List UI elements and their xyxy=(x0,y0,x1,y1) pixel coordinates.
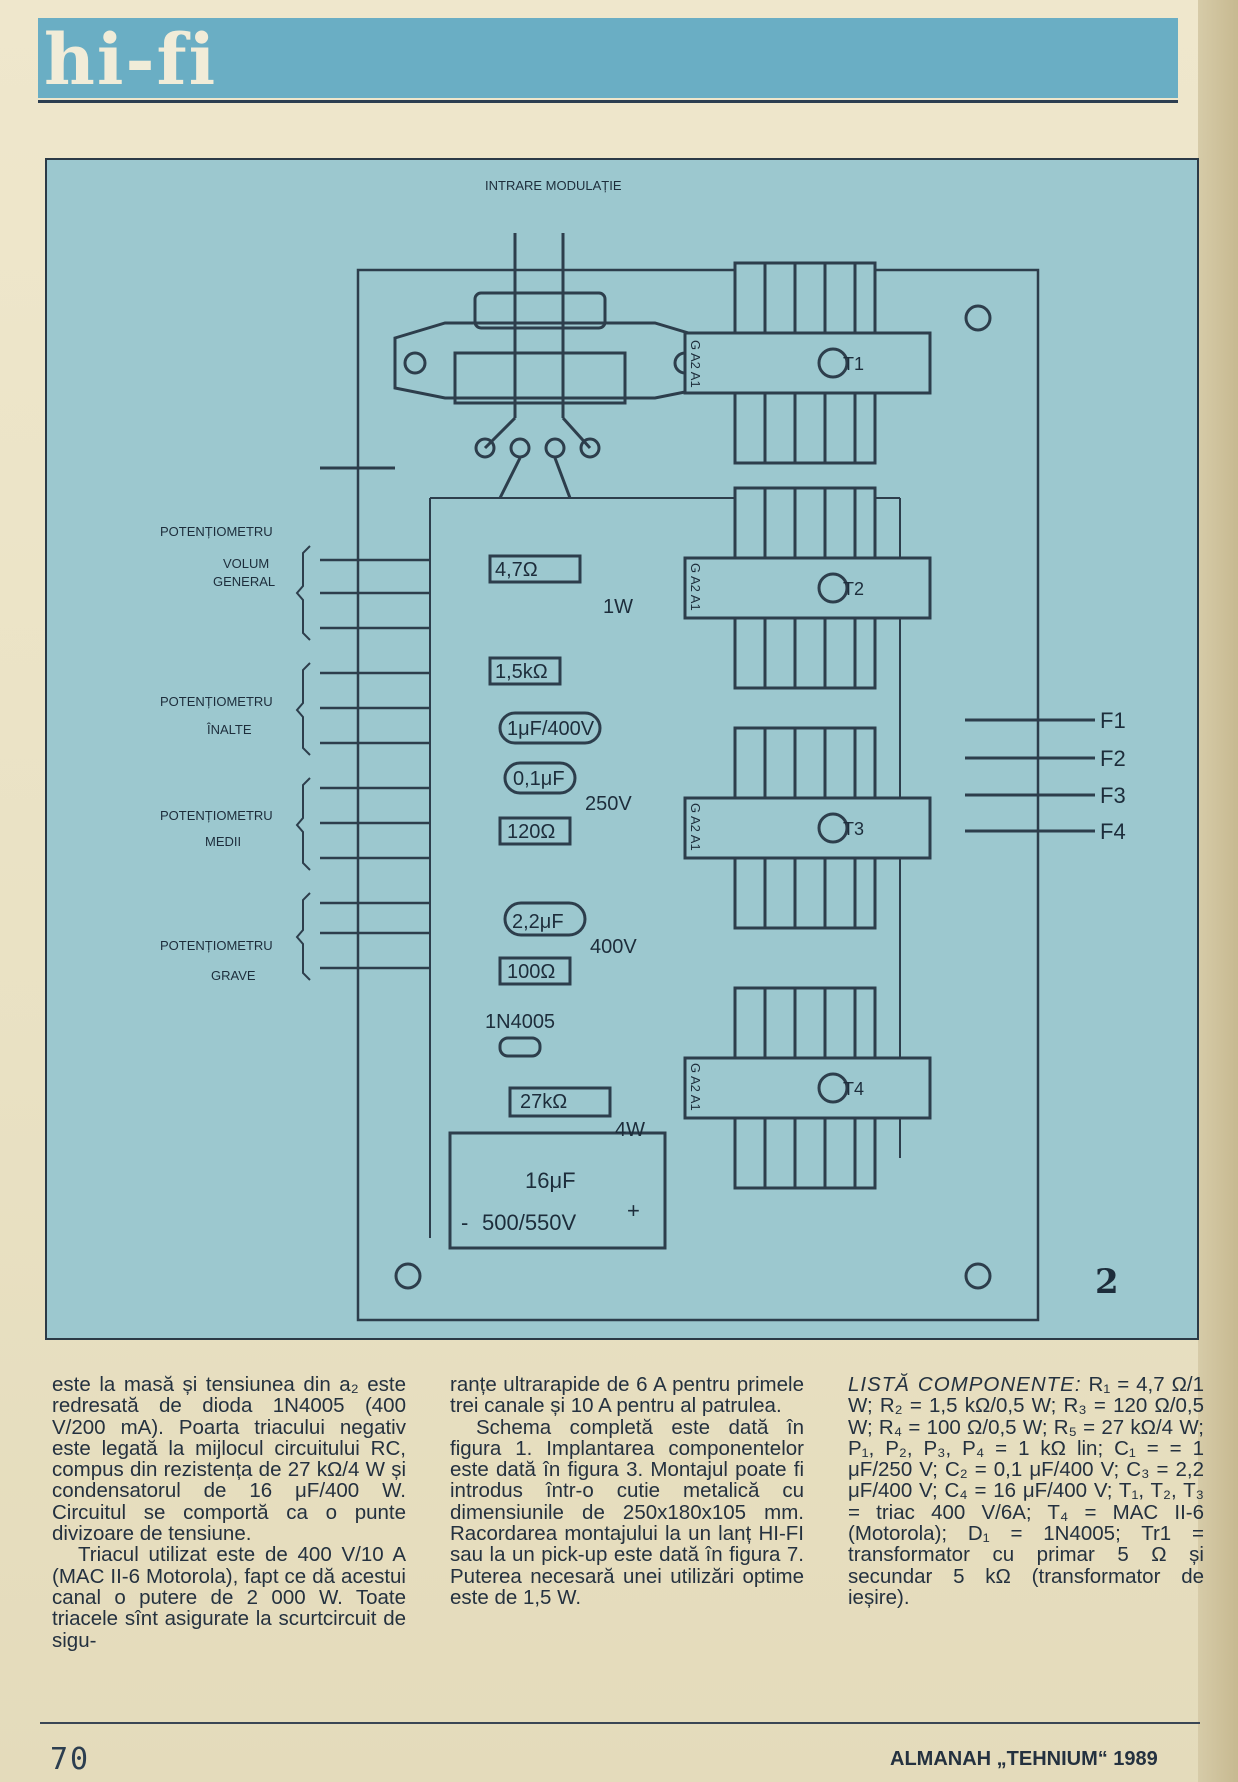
triac-t4-pins: G A2 A1 xyxy=(688,1063,703,1111)
r4-label: 100Ω xyxy=(507,961,555,983)
connector-top xyxy=(473,291,607,330)
pot-bass-label-1: POTENȚIOMETRU xyxy=(160,938,273,953)
r3-label: 120Ω xyxy=(507,821,555,843)
mounting-hole-br xyxy=(964,1262,992,1290)
c4-body xyxy=(448,1131,667,1250)
triac-t1-label: T1 xyxy=(843,354,864,374)
output-f1-label: F1 xyxy=(1100,708,1126,733)
r1-body xyxy=(488,554,582,584)
page-number: 70 xyxy=(50,1742,91,1777)
connector-pin-2 xyxy=(509,437,531,459)
triac-t1-pins: G A2 A1 xyxy=(688,340,703,388)
pot-volume-label-1: POTENȚIOMETRU xyxy=(160,524,273,539)
pot-bass-label-2: GRAVE xyxy=(211,968,256,983)
c2-body xyxy=(503,761,577,795)
triac-t2-pins: G A2 A1 xyxy=(688,563,703,611)
figure-frame xyxy=(45,158,1199,1340)
heatsink-t1 xyxy=(683,261,932,465)
c2-label: 0,1μF xyxy=(513,768,565,790)
c2-voltage-label: 250V xyxy=(585,793,632,815)
heatsink-t4 xyxy=(683,986,932,1190)
pot-mid-label-2: MEDII xyxy=(205,834,241,849)
footer-rule xyxy=(40,1722,1200,1724)
section-label: hi-fi xyxy=(44,18,218,101)
section-label-box xyxy=(40,22,210,98)
c4-plus-label: + xyxy=(627,1198,640,1223)
connector-pin-4 xyxy=(579,437,601,459)
figure-number: 2 xyxy=(1095,1262,1119,1302)
r1-label: 4,7Ω xyxy=(495,559,538,581)
mounting-hole-bl xyxy=(394,1262,422,1290)
pin-leads xyxy=(498,457,572,499)
mounting-hole-tr xyxy=(964,304,992,332)
pot-mid-label-1: POTENȚIOMETRU xyxy=(160,808,273,823)
r5-power-label: 4W xyxy=(615,1119,645,1141)
input-connector xyxy=(393,321,707,400)
paragraph: este la masă și tensiunea din a₂ este re… xyxy=(52,1373,406,1546)
c1-label: 1μF/400V xyxy=(507,718,595,740)
c3-voltage-label: 400V xyxy=(590,936,637,958)
text-column-2: ranțe ultrarapide de 6 A pentru primele … xyxy=(450,1374,804,1608)
r5-body xyxy=(508,1086,612,1118)
c3-body xyxy=(503,901,587,937)
heatsink-t3 xyxy=(683,726,932,930)
paragraph: ranțe ultrarapide de 6 A pentru primele … xyxy=(450,1373,804,1418)
triac-t2-label: T2 xyxy=(843,579,864,599)
r5-label: 27kΩ xyxy=(520,1091,567,1113)
component-list-title: LISTĂ COMPONENTE: xyxy=(848,1373,1082,1396)
pot-high-label-2: ÎNALTE xyxy=(206,722,252,737)
r2-body xyxy=(488,656,562,686)
text-column-1: este la masă și tensiunea din a₂ este re… xyxy=(52,1374,406,1651)
triac-t3-label: T3 xyxy=(843,819,864,839)
triac-t4-label: T4 xyxy=(843,1079,864,1099)
d1-label: 1N4005 xyxy=(485,1011,555,1033)
connector-pin-1 xyxy=(474,437,496,459)
connector-socket xyxy=(453,351,627,405)
pot-high-label-1: POTENȚIOMETRU xyxy=(160,694,273,709)
publication-title: ALMANAH „TEHNIUM“ 1989 xyxy=(890,1748,1158,1770)
pot-wires xyxy=(320,558,430,970)
header-band xyxy=(38,18,1178,98)
pot-volume-label-2: VOLUM xyxy=(223,556,269,571)
r1-power-label: 1W xyxy=(603,596,633,618)
text-column-3: LISTĂ COMPONENTE: R₁ = 4,7 Ω/1 W; R₂ = 1… xyxy=(848,1374,1204,1608)
r4-body xyxy=(498,956,572,986)
board-outline xyxy=(356,268,1040,1322)
d1-body xyxy=(498,1036,542,1058)
header-rule xyxy=(38,100,1178,103)
c1-body xyxy=(498,711,602,745)
c4-minus-label: - xyxy=(461,1210,468,1235)
connector-pin-3 xyxy=(544,437,566,459)
heatsinks xyxy=(683,261,932,1190)
connector-screw-left xyxy=(403,351,427,375)
pot-volume-label-3: GENERAL xyxy=(213,574,275,589)
c4-voltage-label: 500/550V xyxy=(482,1210,577,1235)
c4-value-label: 16μF xyxy=(525,1168,576,1193)
heatsink-t2 xyxy=(683,486,932,690)
output-f2-label: F2 xyxy=(1100,746,1126,771)
pin-wires xyxy=(483,416,592,450)
triac-t3-pins: G A2 A1 xyxy=(688,803,703,851)
pcb-layout-diagram: INTRARE MODULAȚIE POTENȚIOMETRU VOLUM GE… xyxy=(160,178,1126,1322)
paragraph: Schema completă este dată în figura 1. I… xyxy=(450,1415,804,1609)
c3-label: 2,2μF xyxy=(512,911,564,933)
page-edge-shadow xyxy=(1198,0,1238,1782)
r2-label: 1,5kΩ xyxy=(495,661,548,683)
r3-body xyxy=(498,816,572,846)
paragraph: Triacul utilizat este de 400 V/10 A (MAC… xyxy=(52,1543,406,1652)
component-list-body: R₁ = 4,7 Ω/1 W; R₂ = 1,5 kΩ/0,5 W; R₃ = … xyxy=(848,1373,1205,1609)
input-label: INTRARE MODULAȚIE xyxy=(485,178,622,193)
output-f3-label: F3 xyxy=(1100,783,1126,808)
output-lines xyxy=(965,718,1095,833)
output-f4-label: F4 xyxy=(1100,819,1126,844)
